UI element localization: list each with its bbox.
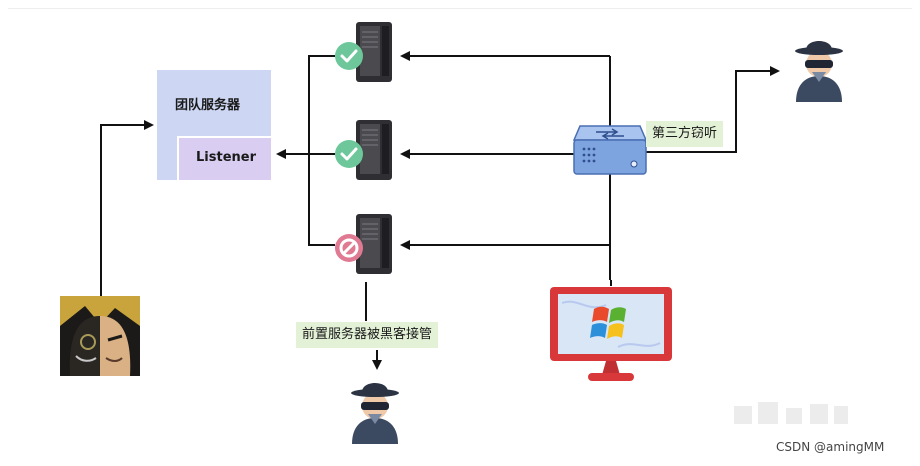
hacker-icon: [795, 41, 843, 102]
windows-monitor-icon: [550, 287, 672, 381]
check-circle-icon: [335, 42, 363, 70]
team-server-label: 团队服务器: [175, 98, 241, 113]
top-divider: [8, 8, 912, 9]
front-server-compromised-tag: 前置服务器被黑客接管: [296, 322, 439, 348]
user-avatar-icon: [60, 296, 140, 376]
faded-watermark-blocks: [734, 402, 848, 424]
server-icon: [356, 22, 392, 82]
listener-label: Listener: [196, 150, 256, 165]
victim-to-team-arrow: [100, 120, 154, 296]
trunk-stub: [610, 280, 612, 286]
csdn-watermark: CSDN @amingMM: [776, 440, 885, 454]
server-collector-line: [308, 55, 335, 246]
third-party-eavesdrop-tag: 第三方窃听: [646, 121, 724, 147]
eavesdrop-arrow: [646, 66, 780, 153]
server-icon: [356, 120, 392, 180]
hacker-icon: [351, 383, 399, 444]
server-icon: [356, 214, 392, 274]
network-switch-icon: [572, 125, 648, 175]
listener-box: [177, 136, 271, 180]
check-circle-icon: [335, 140, 363, 168]
no-entry-icon: [335, 234, 363, 262]
